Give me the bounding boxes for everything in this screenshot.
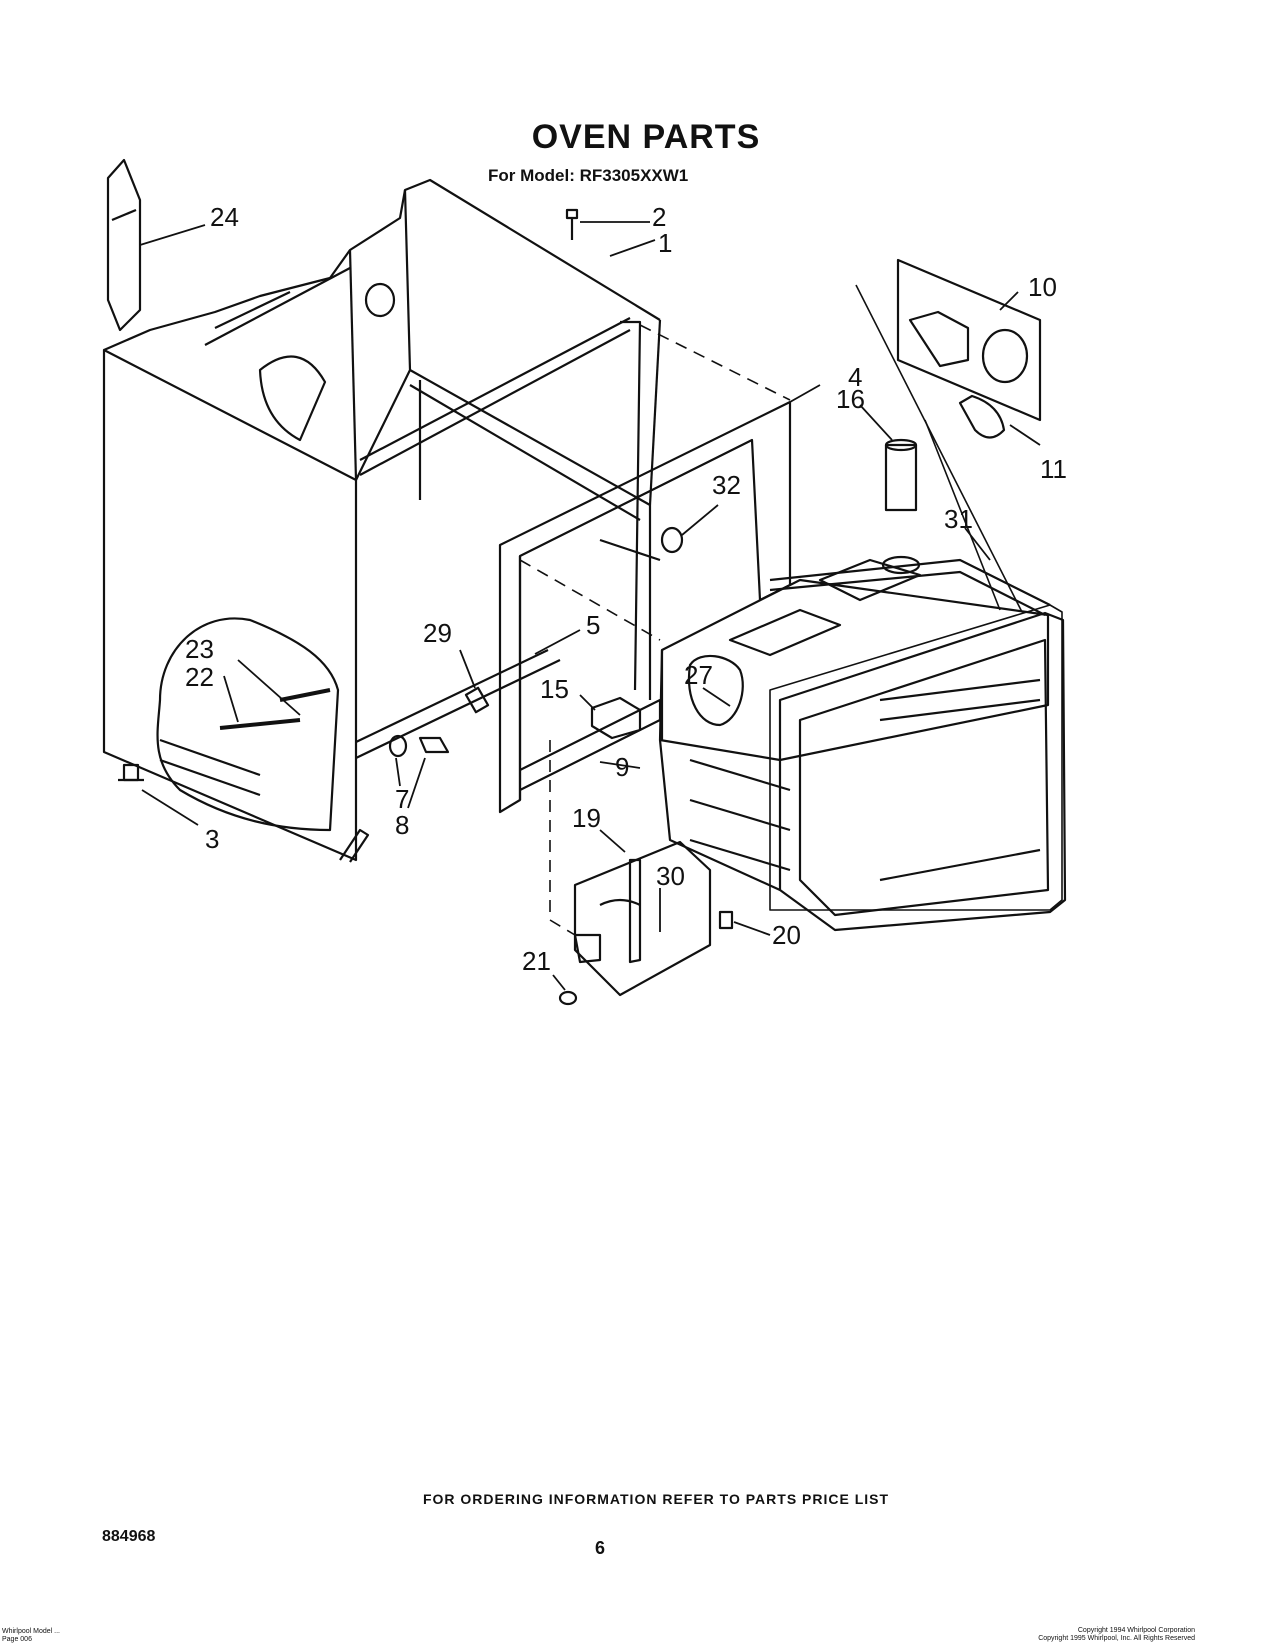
callout-2: 2 — [652, 202, 666, 232]
callout-29: 29 — [423, 618, 452, 648]
callout-8: 8 — [395, 810, 409, 840]
oven-cavity — [658, 558, 1067, 932]
part-10-lamp-socket — [896, 258, 1042, 422]
page-title: OVEN PARTS — [531, 118, 761, 156]
callout-22: 22 — [185, 662, 214, 692]
callout-21: 21 — [522, 946, 551, 976]
callout-11: 11 — [1040, 454, 1067, 484]
callout-31: 31 — [944, 504, 973, 534]
cabinet-body — [102, 178, 662, 863]
callout-7: 7 — [395, 784, 409, 814]
page-number: 6 — [595, 1538, 606, 1558]
part-24-bracket — [106, 158, 142, 332]
callout-9: 9 — [615, 752, 629, 782]
callout-23: 23 — [185, 634, 214, 664]
left-fine-print: Whirlpool Model ... Page 006 — [2, 1628, 60, 1643]
callout-16: 16 — [836, 384, 865, 414]
callout-19: 19 — [572, 803, 601, 833]
part-16-cylinder — [881, 438, 921, 575]
model-line: For Model: RF3305XXW1 — [488, 166, 689, 185]
callout-4: 4 — [848, 362, 862, 392]
ordering-note: FOR ORDERING INFORMATION REFER TO PARTS … — [422, 1491, 890, 1507]
callout-32: 32 — [712, 470, 741, 500]
callout-30: 30 — [656, 861, 685, 891]
callout-20: 20 — [772, 920, 801, 950]
callout-15: 15 — [540, 674, 569, 704]
document-number: 884968 — [102, 1528, 156, 1545]
callout-1: 1 — [658, 228, 672, 258]
callout-10: 10 — [1028, 272, 1057, 302]
callout-27: 27 — [684, 660, 713, 690]
right-fine-print: Copyright 1994 Whirlpool Corporation Cop… — [1038, 1627, 1195, 1642]
callout-5: 5 — [586, 610, 600, 640]
part-19-latch-plate — [573, 840, 712, 997]
part-11-bulb — [958, 394, 1006, 439]
callout-3: 3 — [205, 824, 219, 854]
small-parts — [118, 208, 744, 1006]
leader-lines — [139, 221, 1041, 991]
callout-24: 24 — [210, 202, 239, 232]
alignment-lines — [519, 324, 791, 936]
callout-labels: 24 2 1 10 4 16 11 32 31 29 5 23 22 27 15… — [185, 202, 1067, 976]
